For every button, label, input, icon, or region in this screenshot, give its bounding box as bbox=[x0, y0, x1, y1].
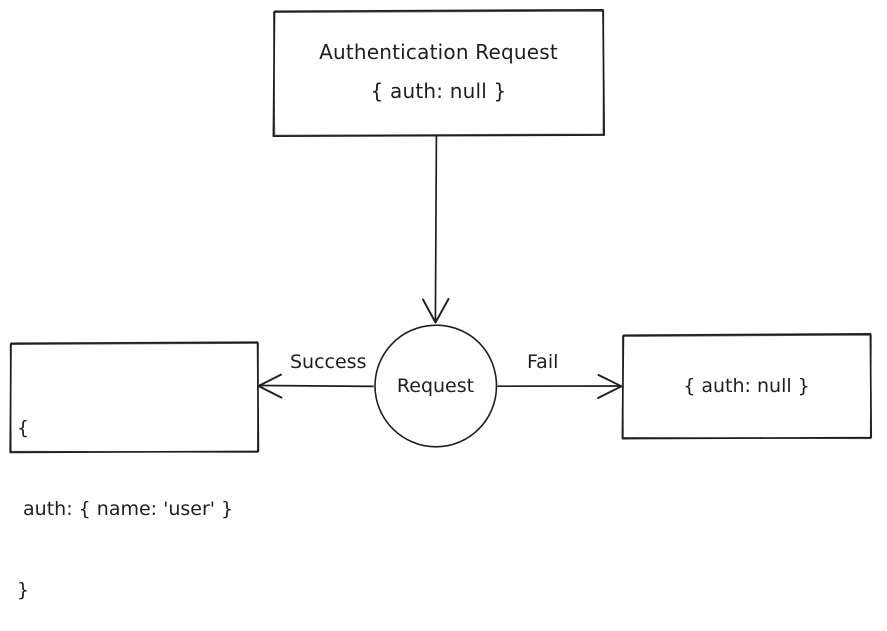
left-box-line-3: } bbox=[17, 579, 30, 601]
arrow-request-entry bbox=[422, 135, 450, 324]
arrow-fail bbox=[497, 374, 623, 399]
right-box-shape[interactable] bbox=[621, 333, 873, 440]
top-box-shape[interactable] bbox=[272, 8, 606, 138]
left-box-line-2: auth: { name: 'user' } bbox=[17, 498, 234, 520]
left-box-shape[interactable] bbox=[9, 341, 260, 454]
center-circle-shape[interactable] bbox=[374, 324, 498, 448]
diagram-canvas bbox=[9, 8, 873, 454]
arrow-success bbox=[257, 373, 374, 399]
